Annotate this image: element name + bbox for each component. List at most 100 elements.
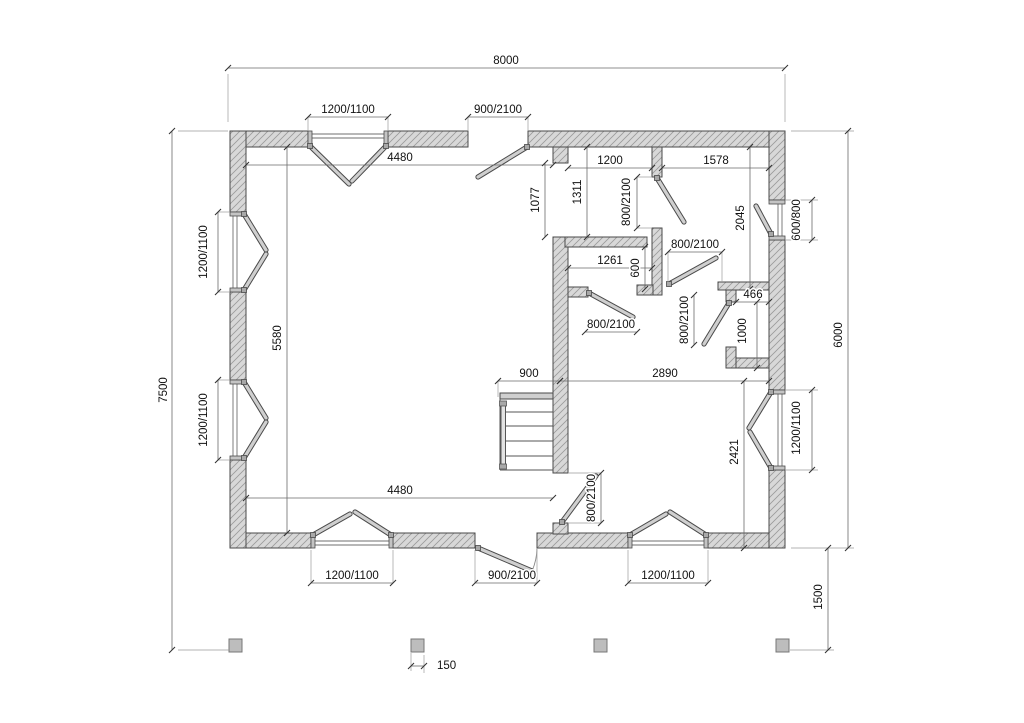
dim-room2-depth-tick (583, 233, 591, 241)
dim-room1-depth-label: 5580 (272, 325, 284, 351)
dim-bath-width-label: 1261 (597, 255, 623, 267)
door-room2-800-2100-leaf-hinge (654, 175, 660, 181)
window-left-upper-1200-1100-leaf-2-fill (242, 252, 268, 292)
window-left-upper-1200-1100 (229, 211, 269, 293)
door-bath-800-2100-leaf-fill (587, 291, 635, 319)
dim-room1-depth-tick (283, 143, 291, 151)
dim-2045-tick (746, 285, 754, 293)
dim-stair-width-label: 900 (519, 368, 538, 380)
dim-hall-depth-tick (740, 544, 748, 552)
wall-left-2 (229, 291, 247, 381)
dim-door-bath-tick (633, 328, 641, 336)
window-right-1200-1100 (746, 389, 786, 471)
dim-hall-depth-label: 2421 (729, 439, 741, 465)
dim-bath-width: 1261 (564, 254, 656, 272)
dim-hall-depth: 2421 (728, 377, 748, 552)
dim-window-bottom-left-tick (389, 579, 397, 587)
door-bath-800-2100-leaf-hinge (586, 290, 592, 296)
stair-handrail (500, 403, 506, 467)
dim-overall-right-label: 6000 (833, 322, 845, 348)
wall-niche-top (717, 281, 770, 291)
wall-right-3 (768, 469, 786, 549)
dim-hall-width-label: 2890 (652, 368, 678, 380)
dim-hall-depth-tick (740, 377, 748, 385)
dim-opening-1077-label: 1077 (530, 187, 542, 213)
dim-overall-width-tick (224, 64, 232, 72)
window-left-lower-1200-1100-leaf-1-fill (242, 380, 268, 420)
window-bottom-left-1200-1100-leaf-1-fill (311, 512, 352, 537)
dim-door-niche-tick (690, 341, 698, 349)
dim-door-passage-label: 800/2100 (671, 239, 719, 251)
window-left-upper-1200-1100-leaf-1-hinge (241, 211, 247, 217)
dim-window-right-small-label: 600/800 (791, 199, 803, 241)
window-bottom-left-1200-1100-leaf-1-hinge (310, 532, 316, 538)
wall-bottom-3 (536, 532, 629, 549)
dim-window-right: 1200/1100 (785, 386, 818, 474)
dim-room2-depth-label: 1311 (572, 180, 584, 205)
dim-room2-depth-tick (583, 143, 591, 151)
wall-left-3 (229, 459, 247, 549)
dim-overall-left-tick (168, 646, 176, 654)
door-stair-room-800-2100-leaf-hinge (559, 519, 565, 525)
posts-layer (228, 638, 790, 653)
window-left-lower-1200-1100-leaf-2-hinge (241, 455, 247, 461)
door-niche-800-2100-leaf-hinge (726, 300, 732, 306)
window-right-1200-1100-leaf-2-fill (748, 430, 773, 470)
door-room2-800-2100 (654, 175, 687, 225)
dim-window-left-lower-label: 1200/1100 (198, 393, 210, 447)
dim-stair-width: 900 (494, 367, 564, 397)
dim-door-bath: 800/2100 (581, 318, 641, 336)
dim-stair-width-tick (494, 377, 502, 385)
dim-window-bottom-right-tick (624, 579, 632, 587)
dim-window-bottom-right-tick (704, 579, 712, 587)
window-bottom-right-1200-1100-leaf-1-fill (628, 512, 668, 537)
door-bottom-entry-900-2100-leaf-hinge (475, 545, 481, 551)
window-left-lower-1200-1100-leaf-2-fill (242, 420, 268, 460)
dim-window-left-upper-tick (214, 208, 222, 216)
dim-overall-left-label: 7500 (158, 377, 170, 403)
porch-post-4 (775, 638, 790, 653)
wall-interior-1-stub (552, 146, 569, 164)
door-stair-room-800-2100 (559, 473, 599, 525)
dim-window-left-upper-tick (214, 288, 222, 296)
dim-door-niche-label: 800/2100 (679, 296, 691, 344)
porch-post-2 (410, 638, 425, 653)
dim-window-top-label: 1200/1100 (321, 104, 375, 116)
window-top-1200-1100-leaf-2-hinge (383, 143, 389, 149)
dim-window-right-tick (808, 386, 816, 394)
dim-porch-depth-tick (824, 646, 832, 654)
dim-room1-width-bottom-tick (242, 494, 250, 502)
dim-niche-width-label: 466 (743, 289, 762, 301)
dim-room1-width-top-tick (242, 161, 250, 169)
stairs-layer (499, 399, 553, 471)
dim-window-right-small: 600/800 (785, 196, 818, 244)
window-bottom-right-1200-1100-leaf-2-fill (668, 510, 708, 537)
dim-opening-1077-tick (541, 233, 549, 241)
window-right-600-800-leaf-1-hinge (768, 231, 774, 237)
staircase (499, 399, 553, 471)
stair-handrail-cap (499, 400, 507, 407)
dim-niche-width: 466 (732, 288, 773, 306)
window-right-600-800-jamb (768, 235, 786, 241)
dim-room3-width-tick (765, 164, 773, 172)
wall-interior-2-lower (651, 227, 663, 296)
dim-door-room2-label: 800/2100 (621, 178, 633, 226)
dim-window-left-lower-tick (214, 376, 222, 384)
dim-door-niche: 800/2100 (678, 291, 698, 349)
wall-bath-stub-left (567, 286, 589, 298)
window-bottom-right-1200-1100-leaf-1-hinge (627, 532, 633, 538)
windows-layer (229, 130, 786, 549)
door-top-entry-900-2100-leaf-hinge (524, 144, 530, 150)
wall-interior-1-main (552, 236, 569, 474)
door-top-entry-900-2100-leaf-fill (476, 145, 529, 179)
dim-window-top-tick (304, 113, 312, 121)
dim-door-bath-tick (581, 328, 589, 336)
dim-room3-width-label: 1578 (703, 155, 729, 167)
door-bottom-entry-900-2100 (475, 545, 538, 574)
dim-overall-width: 8000 (224, 54, 789, 122)
wall-niche-L-horiz (735, 357, 770, 369)
stair-handrail-cap (499, 463, 507, 470)
dim-door-stair-room-tick (597, 469, 605, 477)
